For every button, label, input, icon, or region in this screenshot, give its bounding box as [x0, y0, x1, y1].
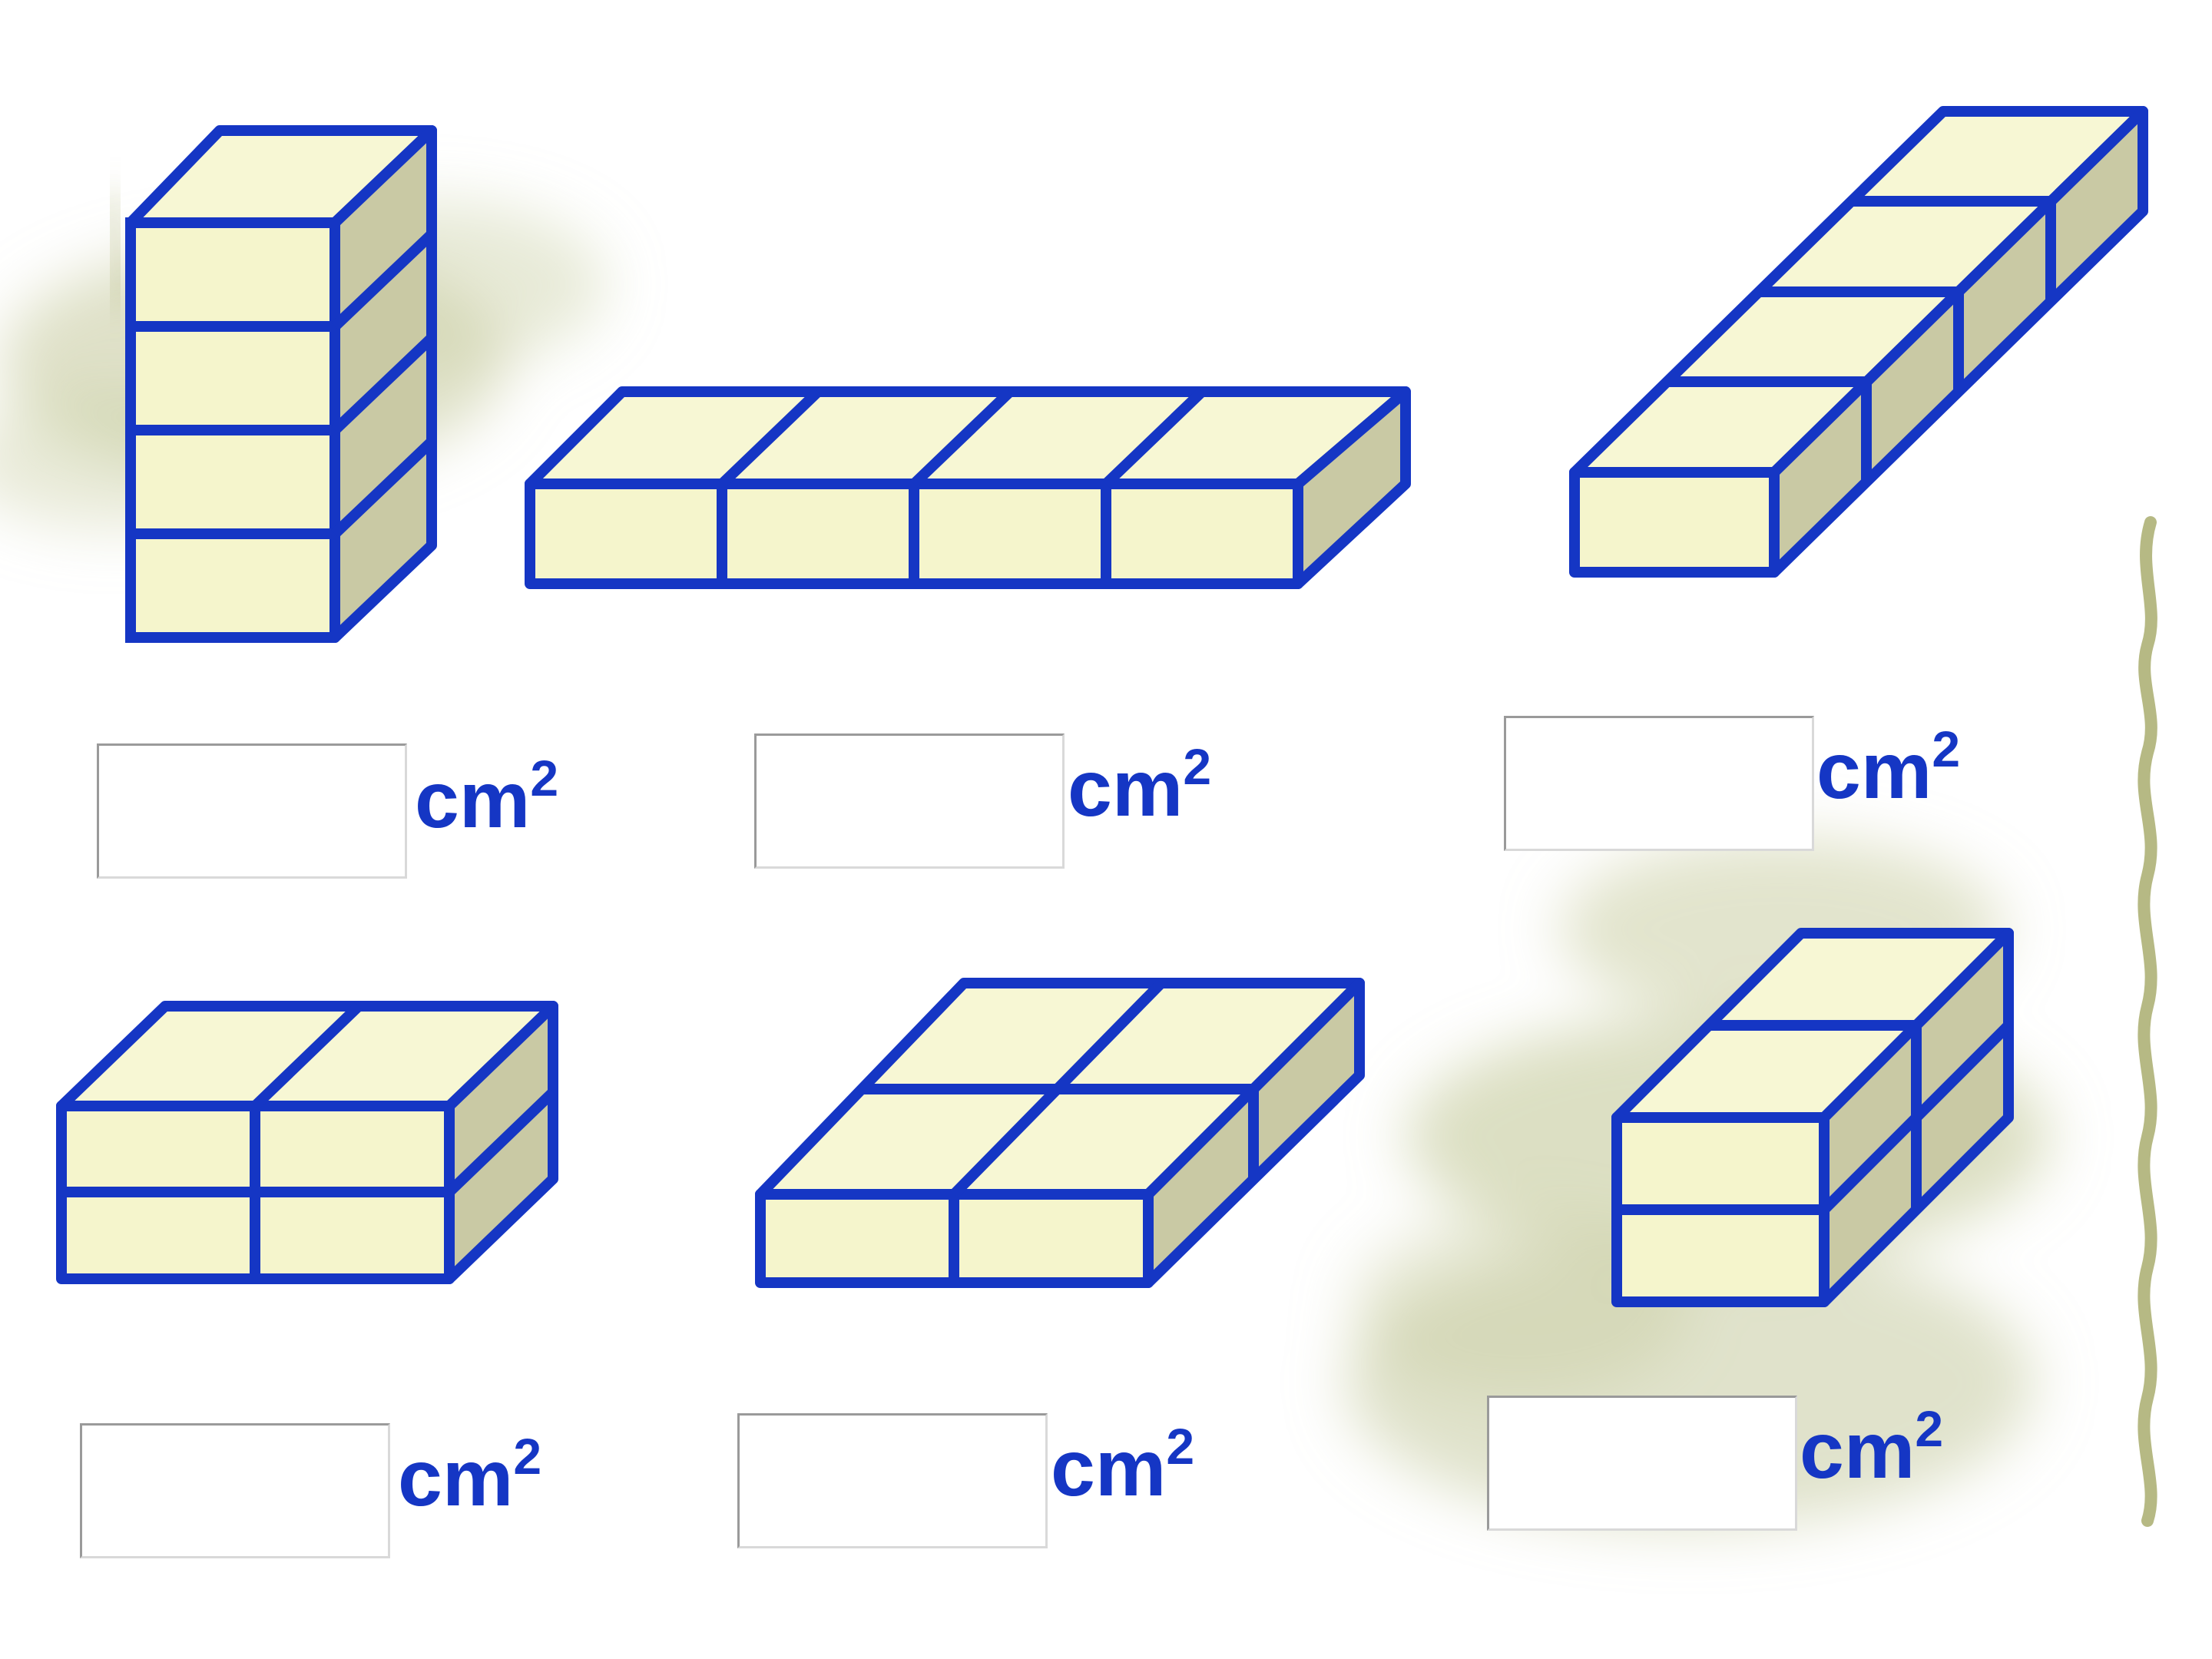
answer-input-5[interactable]	[737, 1413, 1048, 1548]
unit-exponent: 2	[530, 750, 559, 807]
figure-four-cubes-vertical-stack	[125, 125, 437, 643]
unit-label-6: cm2	[1800, 1403, 1943, 1491]
unit-exponent: 2	[513, 1428, 542, 1485]
unit-base: cm	[415, 756, 531, 845]
unit-label-1: cm2	[415, 753, 558, 840]
figure-four-cubes-2x2-flat-slab	[755, 978, 1365, 1288]
leaf-wash-right	[1344, 837, 2051, 1528]
answer-input-4[interactable]	[80, 1423, 390, 1558]
unit-exponent: 2	[1915, 1400, 1944, 1458]
unit-label-4: cm2	[398, 1431, 541, 1518]
unit-label-5: cm2	[1051, 1421, 1194, 1508]
unit-base: cm	[1816, 727, 1932, 816]
unit-exponent: 2	[1932, 720, 1961, 778]
unit-base: cm	[1068, 744, 1184, 833]
unit-label-2: cm2	[1068, 741, 1211, 829]
answer-input-2[interactable]	[754, 733, 1065, 869]
figure-four-cubes-2x2-front-wall	[56, 1001, 558, 1284]
answer-input-3[interactable]	[1504, 716, 1814, 851]
unit-base: cm	[1051, 1424, 1167, 1513]
figure-four-cubes-horizontal-row	[525, 386, 1411, 589]
figure-four-cubes-2x2-side-wall	[1611, 928, 2014, 1307]
vine-left	[106, 190, 124, 309]
answer-input-1[interactable]	[97, 743, 407, 879]
unit-exponent: 2	[1183, 738, 1212, 796]
unit-base: cm	[1800, 1406, 1916, 1495]
unit-label-3: cm2	[1816, 724, 1960, 811]
unit-exponent: 2	[1166, 1418, 1195, 1475]
figure-four-cubes-row-in-depth	[1569, 106, 2148, 578]
unit-base: cm	[398, 1434, 514, 1523]
vine-right	[2137, 516, 2157, 1527]
answer-input-6[interactable]	[1487, 1396, 1797, 1531]
